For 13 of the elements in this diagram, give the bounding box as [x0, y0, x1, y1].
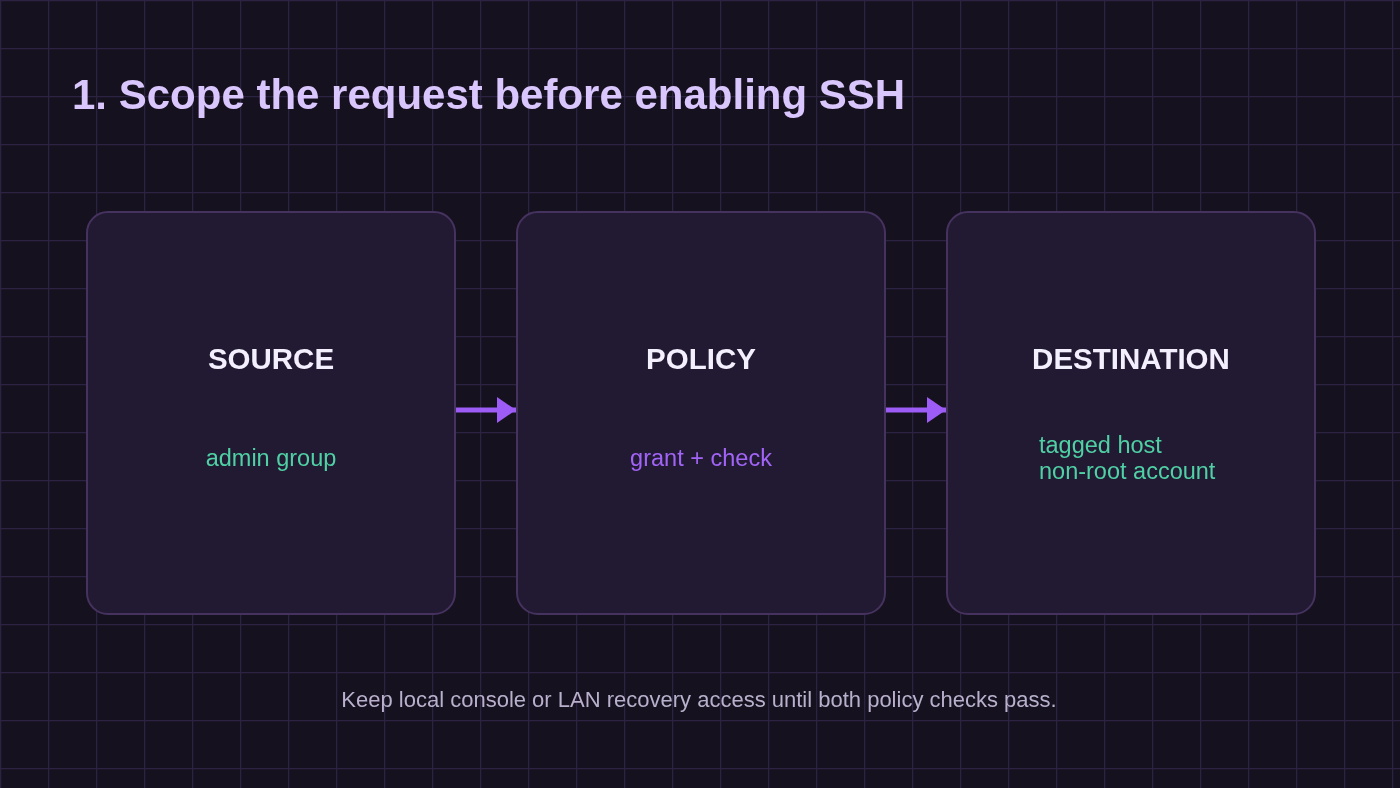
step-detail: grant + check: [630, 445, 772, 471]
step-heading: SOURCE: [207, 344, 335, 374]
step-detail: tagged host non-root account: [1039, 432, 1217, 484]
footnote-text: Keep local console or LAN recovery access until both policy checks pass.: [341, 688, 1057, 712]
process-box: [86, 211, 456, 615]
step-heading: POLICY: [646, 344, 756, 374]
step-heading: DESTINATION: [1032, 344, 1230, 374]
arrow: [886, 397, 946, 423]
arrow: [456, 397, 516, 423]
step-detail: admin group: [205, 445, 337, 471]
process-box: [516, 211, 886, 615]
process-box: [946, 211, 1316, 615]
page-title: 1. Scope the request before enabling SSH: [72, 74, 906, 116]
